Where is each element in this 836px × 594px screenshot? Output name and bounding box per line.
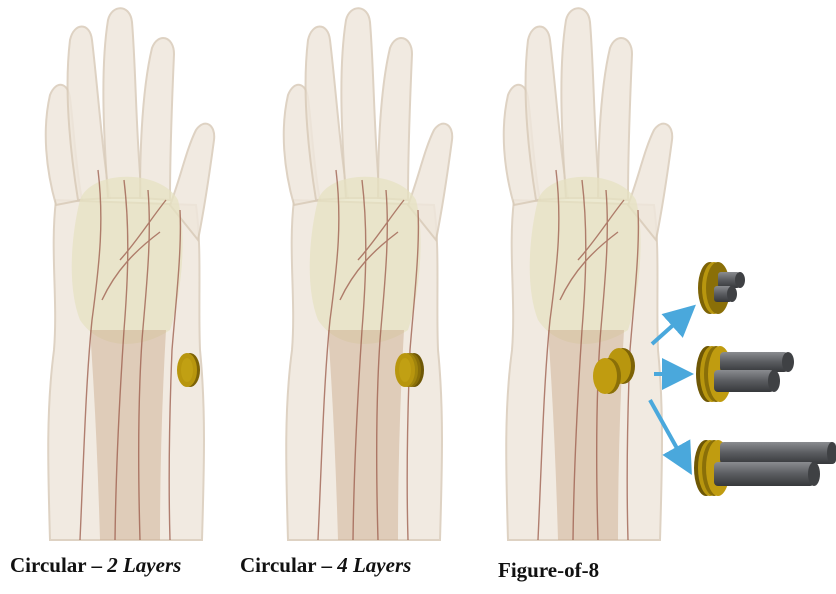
coil-circular-4-layers <box>395 353 424 387</box>
hand-illustration-2 <box>258 0 458 550</box>
arrow-to-short-view <box>652 310 690 344</box>
hand-anatomy <box>284 8 452 540</box>
coil-view-medium <box>696 346 794 402</box>
forearm-bones <box>328 330 404 540</box>
coil-view-long <box>694 440 836 496</box>
finger-middle <box>561 8 600 198</box>
exploded-coil-views <box>640 240 836 510</box>
coil-circular-2-layers <box>177 353 200 387</box>
finger-index <box>140 38 174 200</box>
hand-panel-2 <box>258 0 458 550</box>
caption-main-2: Circular <box>240 553 316 577</box>
hand-anatomy <box>46 8 214 540</box>
caption-main-1: Circular <box>10 553 86 577</box>
finger-index <box>598 38 632 200</box>
hand-panel-1 <box>20 0 220 550</box>
caption-sep-2: – <box>316 553 337 577</box>
hand-illustration-1 <box>20 0 220 550</box>
caption-sep-1: – <box>86 553 107 577</box>
finger-middle <box>103 8 142 198</box>
forearm-bones <box>90 330 166 540</box>
caption-main-3: Figure-of-8 <box>498 558 599 582</box>
finger-middle <box>341 8 380 198</box>
arrow-to-long-view <box>650 400 688 468</box>
caption-italic-2: 4 Layers <box>337 553 411 577</box>
caption-circular-4-layers: Circular – 4 Layers <box>240 553 411 578</box>
caption-figure-of-8: Figure-of-8 <box>498 558 599 583</box>
caption-circular-2-layers: Circular – 2 Layers <box>10 553 181 578</box>
caption-italic-1: 2 Layers <box>107 553 181 577</box>
finger-index <box>378 38 412 200</box>
coil-view-short <box>698 262 745 314</box>
